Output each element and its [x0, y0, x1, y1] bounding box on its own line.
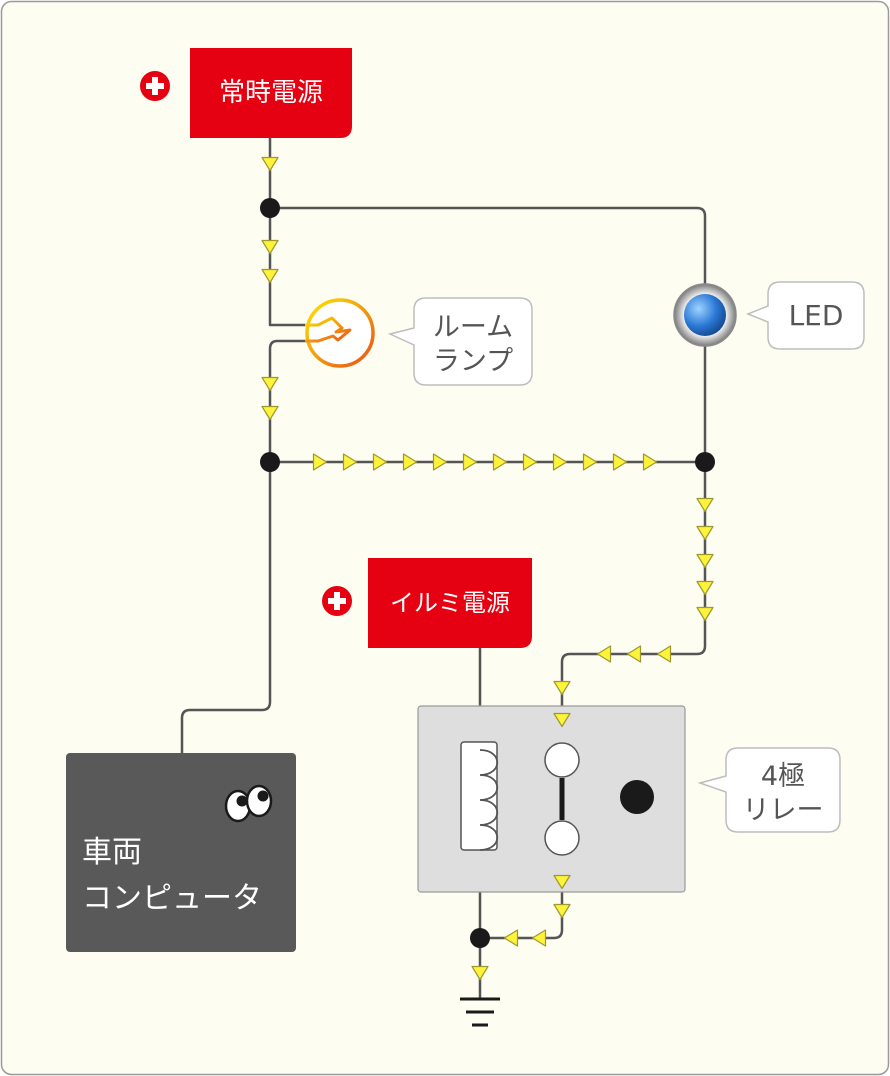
- vehicle-computer: 車両 コンピュータ: [66, 753, 296, 952]
- current-flow-arrow-icon: [696, 606, 714, 622]
- room-lamp-bulb-icon: [305, 298, 375, 368]
- illumi-power-source: イルミ電源: [368, 558, 532, 648]
- current-flow-arrow-icon: [531, 929, 547, 947]
- current-flow-arrow-icon: [696, 497, 714, 513]
- relay-label-line1: 4極: [761, 761, 805, 792]
- illumi-power-label: イルミ電源: [390, 589, 510, 617]
- current-flow-arrows: [261, 156, 714, 981]
- current-flow-arrow-icon: [261, 268, 279, 284]
- current-flow-arrow-icon: [612, 453, 628, 471]
- current-flow-arrow-icon: [582, 453, 598, 471]
- coil-windings-icon: [479, 749, 498, 851]
- current-flow-arrow-icon: [462, 453, 478, 471]
- current-flow-arrow-icon: [492, 453, 508, 471]
- current-flow-arrow-icon: [522, 453, 538, 471]
- current-flow-arrow-icon: [626, 645, 642, 663]
- junction-node: [260, 198, 280, 218]
- current-flow-arrow-icon: [553, 874, 571, 890]
- current-flow-arrow-icon: [432, 453, 448, 471]
- current-flow-arrow-icon: [553, 903, 571, 919]
- junction-node: [260, 452, 280, 472]
- computer-label-line2: コンピュータ: [82, 881, 262, 916]
- led-lamp-icon: [673, 283, 737, 347]
- wire-relay-out-to-ground: [480, 838, 564, 940]
- relay-terminal-bottom: [544, 820, 580, 856]
- current-flow-arrow-icon: [696, 553, 714, 569]
- relay-terminal-unused: [620, 780, 654, 814]
- current-flow-arrow-icon: [696, 525, 714, 541]
- current-flow-arrow-icon: [503, 929, 519, 947]
- constant-power-source: 常時電源: [190, 48, 352, 138]
- current-flow-arrow-icon: [402, 453, 418, 471]
- computer-label-line1: 車両: [82, 835, 142, 870]
- wire-lamp-out: [268, 339, 305, 462]
- led-callout: LED: [745, 281, 865, 350]
- current-flow-arrow-icon: [553, 680, 571, 696]
- current-flow-arrow-icon: [312, 453, 328, 471]
- current-flow-arrow-icon: [261, 405, 279, 421]
- eyes-icon: [224, 784, 273, 823]
- junction-nodes: [260, 198, 715, 948]
- relay-terminal-top: [544, 742, 580, 778]
- wire-top-to-led: [270, 206, 707, 285]
- current-flow-arrow-icon: [696, 580, 714, 596]
- led-label: LED: [789, 299, 844, 332]
- plus-circle-icon: [140, 71, 170, 101]
- room-lamp-label-line2: ランプ: [433, 346, 513, 377]
- ground-symbol-icon: [460, 997, 500, 1027]
- relay-callout: 4極 リレー: [697, 747, 841, 833]
- current-flow-arrow-icon: [261, 376, 279, 392]
- current-flow-arrow-icon: [596, 645, 612, 663]
- current-flow-arrow-icon: [656, 645, 672, 663]
- relay-label-line2: リレー: [743, 795, 824, 826]
- room-lamp-label-line1: ルーム: [433, 312, 513, 343]
- junction-node: [470, 928, 490, 948]
- room-lamp-callout: ルーム ランプ: [387, 297, 533, 386]
- current-flow-arrow-icon: [261, 156, 279, 172]
- current-flow-arrow-icon: [471, 965, 489, 981]
- constant-power-label: 常時電源: [219, 78, 323, 108]
- current-flow-arrow-icon: [342, 453, 358, 471]
- plus-circle-icon: [322, 586, 352, 616]
- junction-node: [695, 452, 715, 472]
- current-flow-arrow-icon: [372, 453, 388, 471]
- current-flow-arrow-icon: [642, 453, 658, 471]
- wire-to-computer: [180, 462, 272, 755]
- current-flow-arrow-icon: [553, 712, 571, 728]
- current-flow-arrow-icon: [261, 239, 279, 255]
- relay-4pin: [417, 705, 686, 893]
- current-flow-arrow-icon: [552, 453, 568, 471]
